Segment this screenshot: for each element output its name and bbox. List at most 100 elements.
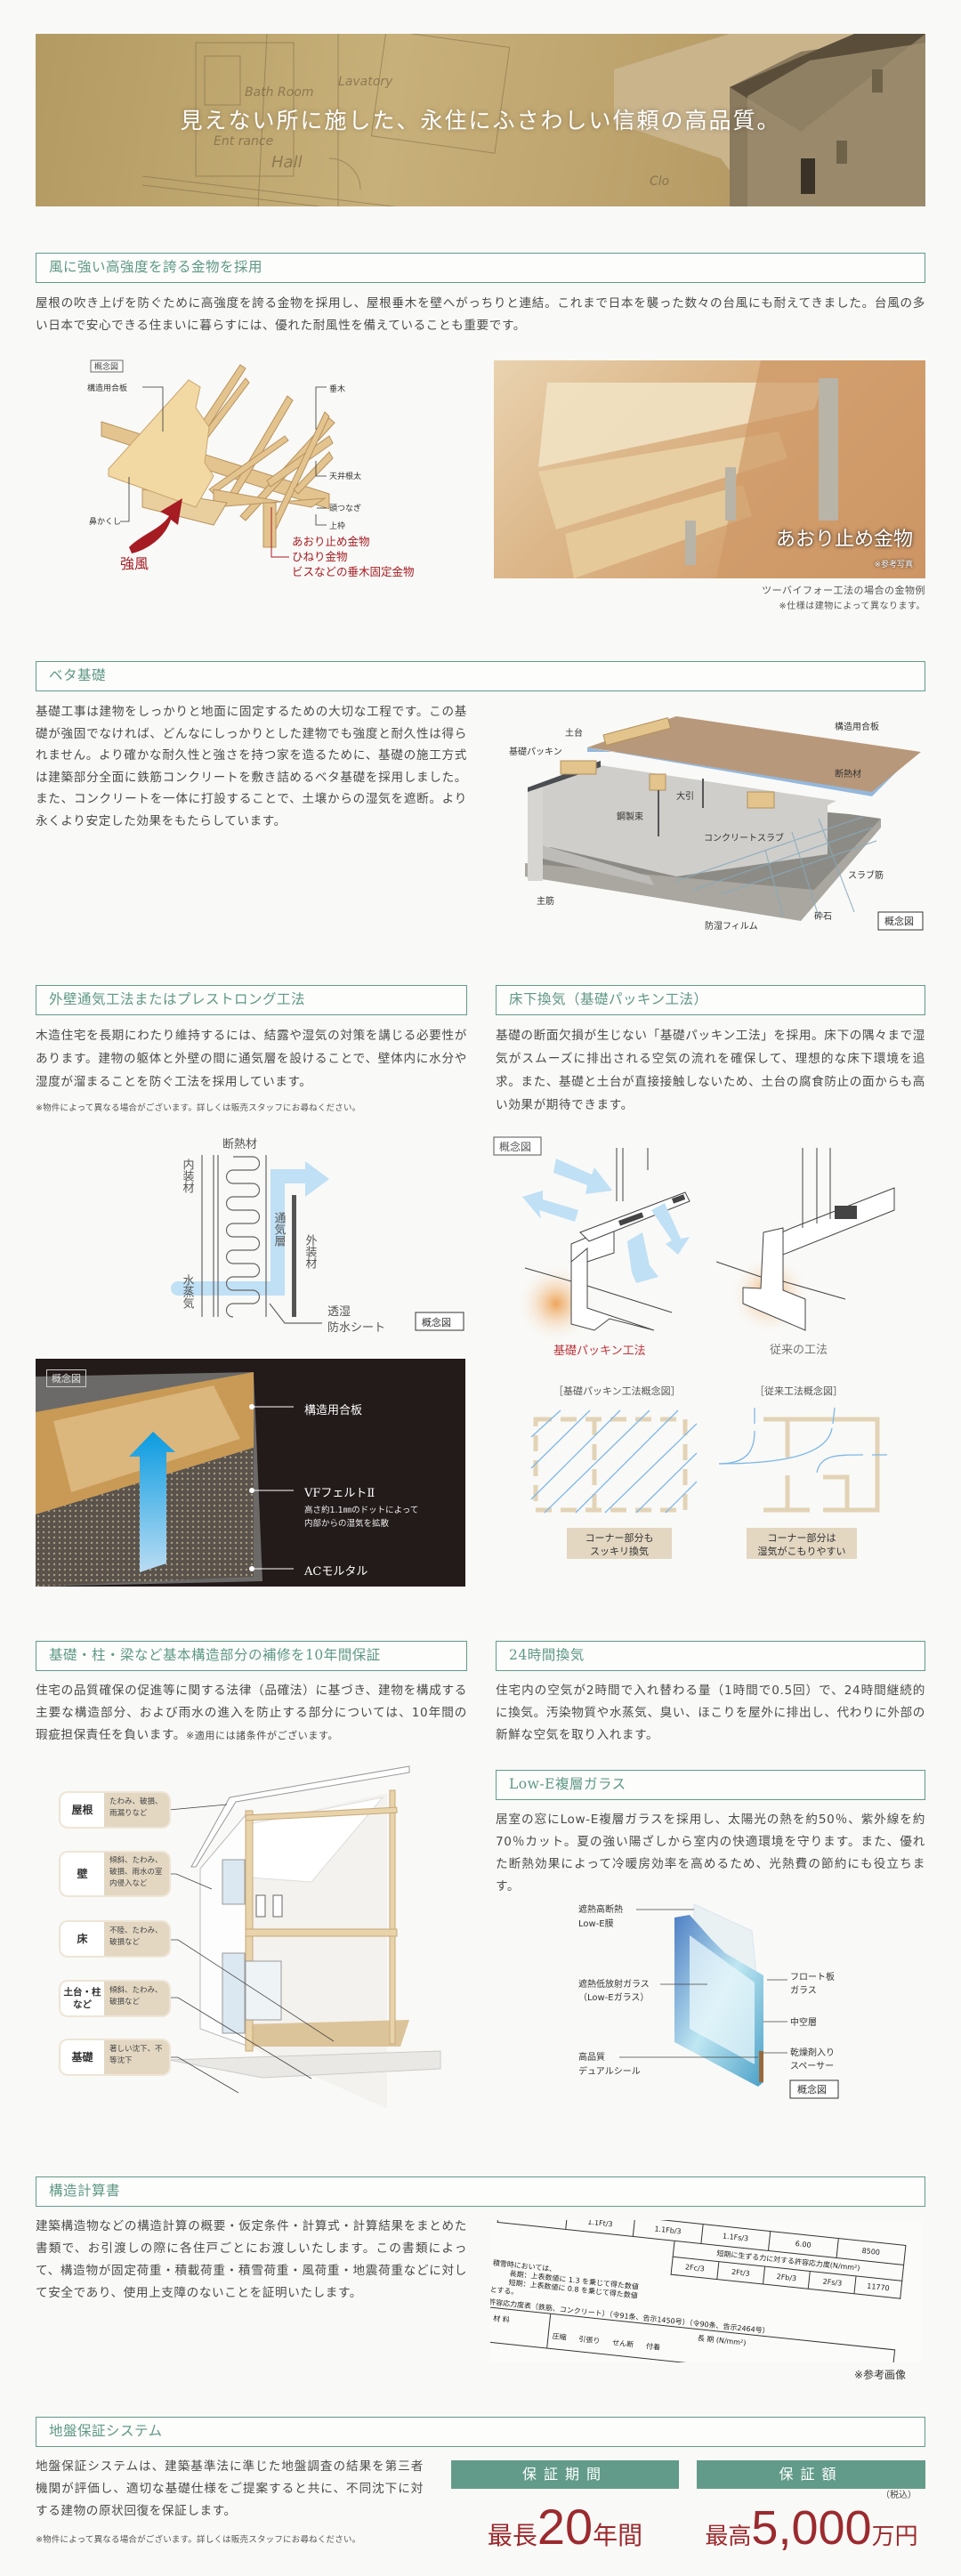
warranty-item-part: 床 [61,1922,104,1956]
warranty-body-text: 住宅の品質確保の促進等に関する法律（品確法）に基づき、建物を構成する主要な構造部… [36,1684,467,1742]
doc-cell: 1.1Fb/3 [633,2220,704,2243]
period-number: 20 [537,2499,594,2555]
section-heading-structural-calc: 構造計算書 [36,2176,925,2207]
label-spacer-2: スペーサー [790,2061,834,2071]
label-float-glass-1: フロート板 [790,1971,835,1982]
section-heading-wind: 風に強い高強度を誇る金物を採用 [36,253,925,283]
amount-number: 5,000 [751,2501,872,2555]
low-e-body: 居室の窓にLow-E複層ガラスを採用し、太陽光の熱を約50％、紫外線を約70％カ… [496,1813,925,1894]
wall-body: 木造住宅を長期にわたり維持するには、結露や湿気の対策を講じる必要性があります。建… [36,1029,467,1089]
section-heading-low-e-glass: Low-E複層ガラス [496,1770,925,1800]
doc-cell: 1.1Ft/3 [565,2220,636,2236]
house-model-illustration [614,34,925,206]
diagram-badge: 概念図 [884,915,914,927]
warranty-amount-value: 最高5,000万円 [691,2503,932,2564]
doc-cell: 2Ft/3 [717,2262,765,2284]
label-plywood: 構造用合板 [835,721,879,732]
amount-suffix: 万円 [871,2524,918,2550]
label-insulation: 断熱材 [222,1138,257,1151]
vf-felt-image: 概念図 構造用合板 VFフェルトⅡ 高さ約1.1㎜のドットによって 内部からの湿… [36,1359,465,1587]
result-conventional-1: コーナー部分は [768,1531,836,1544]
label-low-e-glass-2: （Low-Eガラス） [578,1992,649,2003]
section-heading-structural-warranty: 基礎・柱・梁など基本構造部分の補修を10年間保証 [36,1641,467,1671]
diagram-badge: 概念図 [797,2083,827,2096]
period-prefix: 最長 [487,2521,537,2550]
foundation-diagram: 土台 基礎パッキン 構造用合板 断熱材 大引 鋼製束 コンクリートスラブ スラブ… [509,716,924,932]
label-seal-2: デュアルシール [578,2065,641,2077]
section-heading-ground-warranty: 地盤保証システム [36,2417,925,2447]
plan-label: Hall [271,153,303,172]
warranty-item-desc: 著しい沈下、不等沈下 [109,2045,163,2065]
label-vf-felt-desc: 高さ約1.1㎜のドットによって [304,1506,419,1515]
label-sill: 土台 [565,727,583,739]
warranty-item-sill-posts: 土台・柱など 傾斜、たわみ、破損など [61,1982,169,2015]
result-packing-1: コーナー部分も [585,1531,654,1544]
warranty-item-desc: 傾斜、たわみ、破損など [109,1986,163,2007]
plan-label: Clo [650,174,669,189]
warranty-item-roof: 屋根 たわみ、破損、雨漏りなど [61,1793,169,1827]
label-film: 防湿フィルム [705,920,758,932]
label-insulation: 断熱材 [835,768,861,779]
photo-caption-note: ※仕様は建物によって異なります。 [779,602,925,611]
doc-cell: 付着 [645,2342,661,2352]
label-packing-plan: ［基礎パッキン工法概念図］ [553,1385,681,1397]
label-top-plate: 上枠 [329,521,345,531]
calc-body: 建築構造物などの構造計算の概要・仮定条件・計算式・計算結果をまとめた書類で、お引… [36,2219,467,2300]
warranty-body-note: ※適用には諸条件がございます。 [185,1730,339,1741]
label-packing-method: 基礎パッキン工法 [553,1345,646,1358]
diagram-badge: 概念図 [94,361,118,372]
label-ac-mortar: ACモルタル [304,1565,368,1579]
label-low-e-glass-1: 遮熱低放射ガラス [578,1978,650,1990]
section-heading-24h-ventilation: 24時間換気 [496,1641,925,1671]
warranty-body: 住宅の品質確保の促進等に関する法律（品確法）に基づき、建物を構成する主要な構造部… [36,1680,467,1747]
ventilation-body: 住宅内の空気が2時間で入れ替わる量（1時間で0.5回）で、24時間継続的に換気。… [496,1684,925,1742]
warranty-item-wall: 壁 傾斜、たわみ、破損、雨水の室内侵入など [61,1853,169,1895]
label-vf-felt-desc: 内部からの湿気を拡散 [304,1519,390,1529]
label-vapor: 水蒸気 [181,1274,195,1310]
label-slab-rebar: スラブ筋 [848,869,884,881]
label-low-e-film-1: 遮熱高断熱 [578,1904,623,1915]
label-air-layer: 通気層 [272,1212,287,1248]
doc-cell: 圧縮 [552,2332,567,2342]
diagram-badge: 概念図 [499,1140,531,1153]
warranty-item-part: 屋根 [61,1793,104,1827]
doc-cell: 材 料 [490,2307,552,2348]
label-low-e-film-2: Low-E膜 [578,1918,614,1929]
diagram-badge: 概念図 [46,1369,86,1387]
photo-note: ※参考写真 [874,561,913,569]
house-structure-diagram [168,1765,441,2109]
wind-body: 屋根の吹き上げを防ぐために高強度を誇る金物を採用し、屋根垂木を壁へがっちりと連結… [36,296,925,333]
warranty-amount-header: 保証額 [697,2460,925,2489]
label-hardware-1: あおり止め金物 [292,535,370,548]
label-spacer-1: 乾燥剤入り [790,2047,835,2058]
doc-cell: せん断 [611,2338,634,2349]
doc-cell: 1.1Fc/3 [497,2220,568,2229]
structural-calc-document-image: 1.1Fc/3 1.1Ft/3 1.1Fb/3 1.1Fs/3 6.00 850… [490,2220,922,2362]
wall-note: ※物件によって異なる場合がございます。詳しくは販売スタッフにお尋ねください。 [36,1103,361,1113]
warranty-item-desc: 不陸、たわみ、破損など [109,1926,163,1947]
doc-cell: 2Fs/3 [809,2272,857,2294]
photo-caption: ツーバイフォー工法の場合の金物例 [762,585,925,596]
label-sheet-1: 透湿 [327,1305,351,1319]
doc-cell: 引張り [577,2335,601,2346]
warranty-item-desc: たわみ、破損、雨漏りなど [109,1797,163,1818]
label-hollow-layer: 中空層 [790,2016,817,2028]
label-top-plate-tie: 頭つなぎ [329,503,361,513]
photo-overlay-title: あおり止め金物 [775,529,913,551]
label-hardware-3: ビスなどの垂木固定金物 [292,565,415,578]
tax-included-note: （税込） [881,2491,917,2500]
label-ceiling-joist: 天井根太 [329,471,361,481]
label-float-glass-2: ガラス [790,1985,817,1996]
section-heading-underfloor: 床下換気（基礎パッキン工法） [496,985,925,1015]
warranty-item-foundation: 基礎 著しい沈下、不等沈下 [61,2040,169,2074]
floor-plan-illustration: Lavatory Bath Room Ent rance Hall Clo [141,34,925,206]
underfloor-body: 基礎の断面欠損が生じない「基礎パッキン工法」を採用。床下の隅々まで湿気がスムーズ… [496,1029,925,1112]
warranty-period-value: 最長20年間 [451,2502,679,2564]
label-beam: 大引 [676,790,694,802]
label-strong-wind: 強風 [120,555,149,572]
label-exterior: 外装材 [303,1234,318,1269]
warranty-period-header: 保証期間 [451,2460,679,2489]
label-conventional-plan: ［従来工法概念図］ [755,1385,843,1397]
warranty-item-part: 壁 [61,1853,104,1895]
period-suffix: 年間 [593,2521,643,2550]
